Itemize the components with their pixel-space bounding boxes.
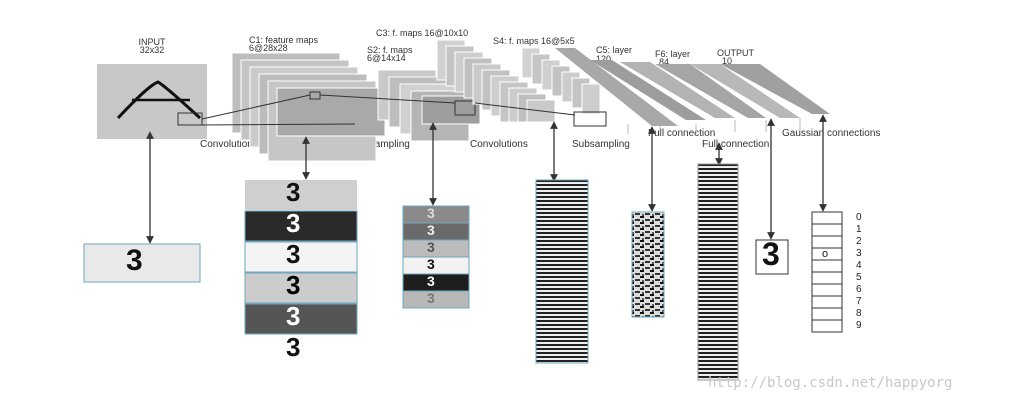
- output-layer-size: 10: [722, 56, 733, 66]
- output-active-marker: o: [822, 248, 829, 260]
- s2-example-digit-4: 3: [427, 256, 435, 272]
- f6-example-box: [755, 239, 789, 275]
- output-grid: [811, 211, 843, 333]
- s4-feature-maps: [521, 47, 607, 127]
- output-digit-3: 3: [856, 248, 863, 259]
- s2-example-digit-1: 3: [427, 205, 435, 221]
- s2-example-digit-5: 3: [427, 273, 435, 289]
- c3-layer-name: C3: f. maps 16@10x10: [376, 28, 469, 38]
- s2-example-column: [402, 205, 470, 309]
- output-digit-7: 7: [856, 296, 863, 307]
- c1-layer-name: C1: feature maps: [249, 35, 319, 45]
- output-digit-0: 0: [856, 212, 863, 223]
- op-subsampling-1: Subsampling: [352, 139, 410, 150]
- s2-example-digit-2: 3: [427, 222, 435, 238]
- output-band: [720, 64, 830, 114]
- output-digit-4: 4: [856, 260, 863, 271]
- c5-example-column: [697, 163, 739, 381]
- c1-example-digit-5: 3: [286, 301, 301, 331]
- c5-band: [555, 48, 678, 126]
- input-layer-size: 32x32: [139, 45, 165, 55]
- op-convolutions-2: Convolutions: [470, 139, 528, 150]
- c1-example-digit-6: 3: [286, 332, 301, 362]
- s4-example-column: [631, 211, 665, 318]
- f6-layer-size: 84: [659, 57, 670, 67]
- output-layer-name: OUTPUT: [717, 48, 754, 58]
- output-digit-1: 1: [856, 224, 863, 235]
- c3-feature-maps: [436, 39, 556, 123]
- op-subsampling-2: Subsampling: [572, 139, 630, 150]
- f6-example-digit: 3: [762, 236, 780, 272]
- connection-ticks: [627, 118, 801, 136]
- input-layer-name: INPUT: [138, 37, 166, 47]
- s2-layer-size: 6@14x14: [367, 53, 406, 63]
- c5-layer-size: 120: [596, 54, 612, 64]
- op-full-connection-2: Full connection: [702, 139, 770, 150]
- f6-layer-name: F6: layer: [655, 49, 691, 59]
- down-arrows: [146, 114, 827, 244]
- op-full-connection-1: Full connection: [648, 128, 716, 139]
- op-convolutions-1: Convolutions: [200, 139, 258, 150]
- c1-example-digit-1: 3: [286, 177, 301, 207]
- c1-layer-size: 6@28x28: [249, 43, 288, 53]
- input-example-box: [83, 243, 201, 283]
- output-digit-2: 2: [856, 236, 863, 247]
- output-digit-5: 5: [856, 272, 863, 283]
- c1-example-column: [244, 180, 358, 365]
- input-plane: [97, 64, 207, 139]
- c1-feature-maps: [231, 52, 386, 162]
- output-digit-8: 8: [856, 308, 863, 319]
- input-letter-stroke: [116, 80, 202, 120]
- c1-example-digit-4: 3: [286, 270, 301, 300]
- watermark: http://blog.csdn.net/happyorg: [708, 375, 953, 391]
- f6-band: [590, 60, 706, 120]
- c1-example-digit-2: 3: [286, 208, 301, 238]
- input-example-digit: 3: [126, 244, 143, 277]
- s2-feature-maps: [377, 69, 481, 142]
- s4-layer-name: S4: f. maps 16@5x5: [493, 36, 575, 46]
- c1-example-digit-3: 3: [286, 239, 301, 269]
- op-gaussian-connections: Gaussian connections: [782, 128, 881, 139]
- output-digit-6: 6: [856, 284, 863, 295]
- s2-example-digit-3: 3: [427, 239, 435, 255]
- s2-example-digit-6: 3: [427, 290, 435, 306]
- s2-layer-name: S2: f. maps: [367, 45, 413, 55]
- output-digit-9: 9: [856, 320, 863, 331]
- c3-example-column: [535, 179, 589, 364]
- c5-layer-name: C5: layer: [596, 45, 633, 55]
